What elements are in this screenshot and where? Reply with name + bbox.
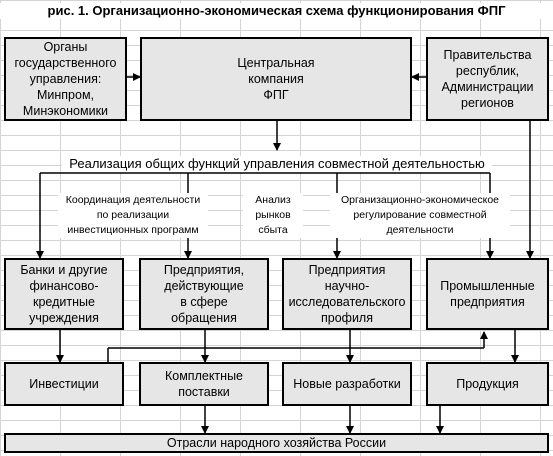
research-enterprises-box: Предприятия научно- исследовательского п… (282, 258, 412, 330)
regulation-label: Организационно-экономическое регулирован… (330, 193, 510, 238)
industrial-enterprises-box: Промышленные предприятия (426, 258, 549, 330)
new-developments-box: Новые разработки (282, 362, 412, 406)
diagram-title: рис. 1. Организационно-экономическая схе… (0, 3, 553, 19)
state-authorities-box: Органы государственного управления: Минп… (4, 37, 127, 121)
banks-box: Банки и другие финансово- кредитные учре… (4, 258, 124, 330)
market-analysis-label: Анализ рынков сбыта (243, 193, 303, 238)
central-company-box: Центральная компания ФПГ (140, 37, 412, 121)
common-functions-label: Реализация общих функций управления совм… (62, 156, 492, 172)
coordination-label: Координация деятельности по реализации и… (58, 193, 208, 238)
supplies-box: Комплектные поставки (139, 362, 269, 406)
regional-governments-box: Правительства республик, Администрации р… (426, 37, 549, 121)
trade-enterprises-box: Предприятия, действующие в сфере обращен… (139, 258, 269, 330)
footer-bar: Отрасли народного хозяйства России (4, 433, 549, 453)
investments-box: Инвестиции (4, 362, 124, 406)
products-box: Продукция (426, 362, 549, 406)
